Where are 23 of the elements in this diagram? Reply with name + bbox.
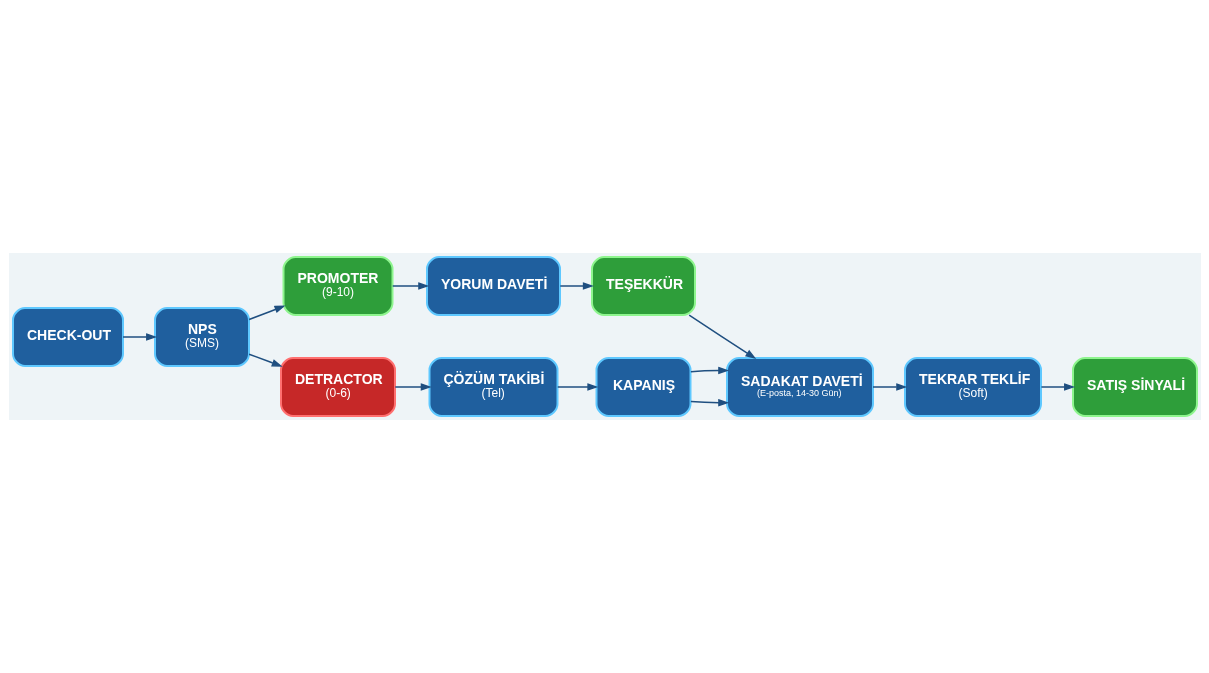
arrow <box>247 353 283 367</box>
node-box: PROMOTER (9-10) <box>282 256 393 316</box>
arrow <box>559 282 594 290</box>
arrow <box>391 282 429 290</box>
node-box: SATIŞ SİNYALİ <box>1071 357 1198 417</box>
arrow <box>394 383 432 391</box>
node-box: KAPANIŞ <box>595 357 691 417</box>
node-box: CHECK-OUT <box>11 307 124 367</box>
arrow <box>556 383 598 391</box>
arrow <box>689 398 729 407</box>
node-box: TEKRAR TEKLİF (Soft) <box>903 357 1042 417</box>
arrow <box>689 366 729 375</box>
node-box: ÇÖZÜM TAKİBİ (Tel) <box>428 357 558 417</box>
node-box: TEŞEKKÜR <box>590 256 696 316</box>
arrow <box>247 305 286 321</box>
node-box: DETRACTOR (0-6) <box>279 357 396 417</box>
arrow <box>121 333 157 341</box>
node-box: SADAKAT DAVETİ (E-posta, 14-30 Gün) <box>725 357 874 417</box>
node-box: NPS (SMS) <box>153 307 250 367</box>
node-box: YORUM DAVETİ <box>425 256 561 316</box>
arrow <box>687 314 756 360</box>
arrow <box>1040 383 1075 391</box>
arrow <box>871 383 907 391</box>
